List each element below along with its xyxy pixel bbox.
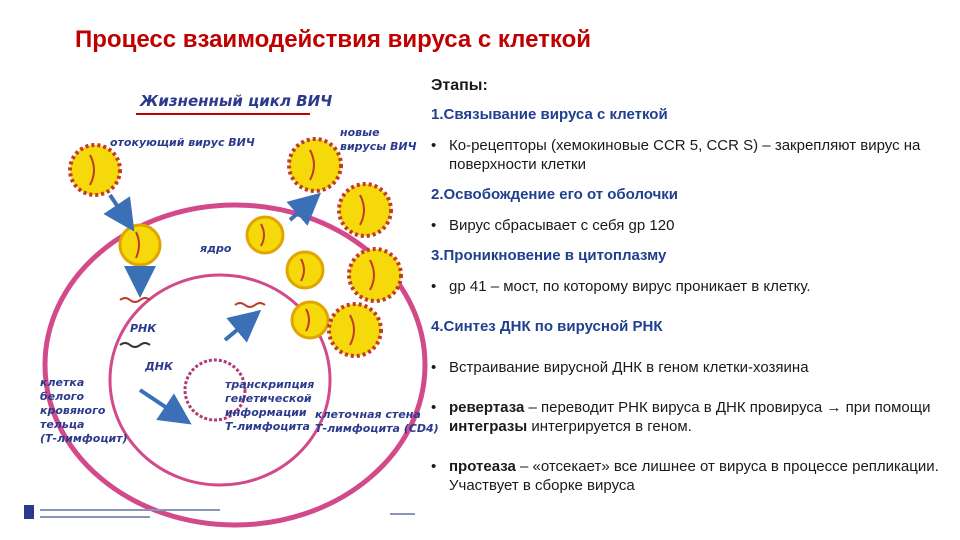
label-nucleus: ядро — [199, 242, 232, 255]
label-dna: ДНК — [144, 360, 174, 373]
step-4-bullet-protease: • протеаза – «отсекает» все лишнее от ви… — [431, 458, 939, 494]
virus-new-7 — [327, 302, 383, 358]
virus-new-4 — [287, 137, 343, 193]
rna-strand — [119, 297, 151, 303]
publisher-logo — [24, 505, 34, 519]
step-3-bullet: • gp 41 – мост, по которому вирус проник… — [431, 278, 811, 295]
label-wall-1: клеточная стена — [315, 408, 421, 421]
bullet-dot: • — [431, 137, 437, 154]
label-new-viruses-2: вирусы ВИЧ — [340, 140, 417, 153]
label-new-viruses-1: новые — [340, 126, 380, 139]
step-4-bullet-integration: • Встраивание вирусной ДНК в геном клетк… — [431, 359, 809, 376]
label-wall-2: Т-лимфоцита (CD4) — [315, 422, 439, 435]
bullet-dot: • — [431, 399, 437, 416]
dna-ring — [183, 358, 247, 422]
virus-new-5 — [337, 182, 393, 238]
label-cell-3: кровяного — [40, 404, 106, 417]
step-4-heading: 4.Синтез ДНК по вирусной РНК — [431, 318, 663, 335]
arrow-exit — [286, 192, 322, 226]
label-cell-5: (Т-лимфоцит) — [40, 432, 128, 445]
rna-strand-2 — [234, 302, 266, 308]
diagram-heading: Жизненный цикл ВИЧ — [139, 92, 332, 110]
cell-wall — [42, 202, 428, 528]
bullet-dot: • — [431, 217, 437, 234]
bullet-dot: • — [431, 278, 437, 295]
hiv-lifecycle-diagram: Жизненный цикл ВИЧ — [24, 92, 439, 528]
step-1-heading: 1.Связывание вируса с клеткой — [431, 106, 668, 123]
arrow-transcribe — [223, 309, 262, 343]
arrow-entry — [103, 193, 135, 232]
label-transcription-2: генетической — [225, 392, 312, 405]
stages-label: Этапы: — [431, 77, 488, 94]
slide-title: Процесс взаимодействия вируса с клеткой — [75, 26, 591, 53]
step-4-bullet-revertase: • ревертаза – переводит РНК вируса в ДНК… — [431, 399, 931, 435]
step-2-heading: 2.Освобождение его от оболочки — [431, 186, 679, 203]
content-panel: Этапы: 1.Связывание вируса с клеткой • К… — [431, 76, 951, 506]
virus-new-3 — [290, 300, 330, 340]
dna-strand — [119, 342, 151, 348]
nucleus — [108, 273, 332, 487]
label-cell-1: клетка — [40, 376, 84, 389]
term-revertase: ревертаза — [449, 399, 525, 416]
virus-entering — [118, 223, 162, 267]
label-rna: РНК — [130, 322, 157, 335]
virus-new-1 — [245, 215, 285, 255]
bullet-dot: • — [431, 458, 437, 475]
label-cell-2: белого — [40, 390, 85, 403]
arrow-icon: → — [826, 399, 842, 416]
step-2-bullet: • Вирус сбрасывает с себя gp 120 — [431, 217, 675, 234]
term-integrase: интегразы — [449, 418, 528, 435]
arrow-integrate — [138, 388, 192, 425]
label-budding: отокующий вирус ВИЧ — [110, 136, 255, 149]
label-transcription-1: транскрипция — [225, 378, 314, 391]
virus-new-6 — [347, 247, 403, 303]
step-1-bullet: • Ко-рецепторы (хемокиновые CCR 5, CCR S… — [431, 137, 921, 173]
label-transcription-3: информации — [225, 406, 307, 419]
virus-new-2 — [285, 250, 325, 290]
virus-budding — [68, 143, 122, 197]
bullet-dot: • — [431, 359, 437, 376]
label-transcription-4: Т-лимфоцита — [225, 420, 310, 433]
label-cell-4: тельца — [40, 418, 84, 431]
term-protease: протеаза — [449, 458, 516, 475]
step-3-heading: 3.Проникновение в цитоплазму — [431, 247, 667, 264]
